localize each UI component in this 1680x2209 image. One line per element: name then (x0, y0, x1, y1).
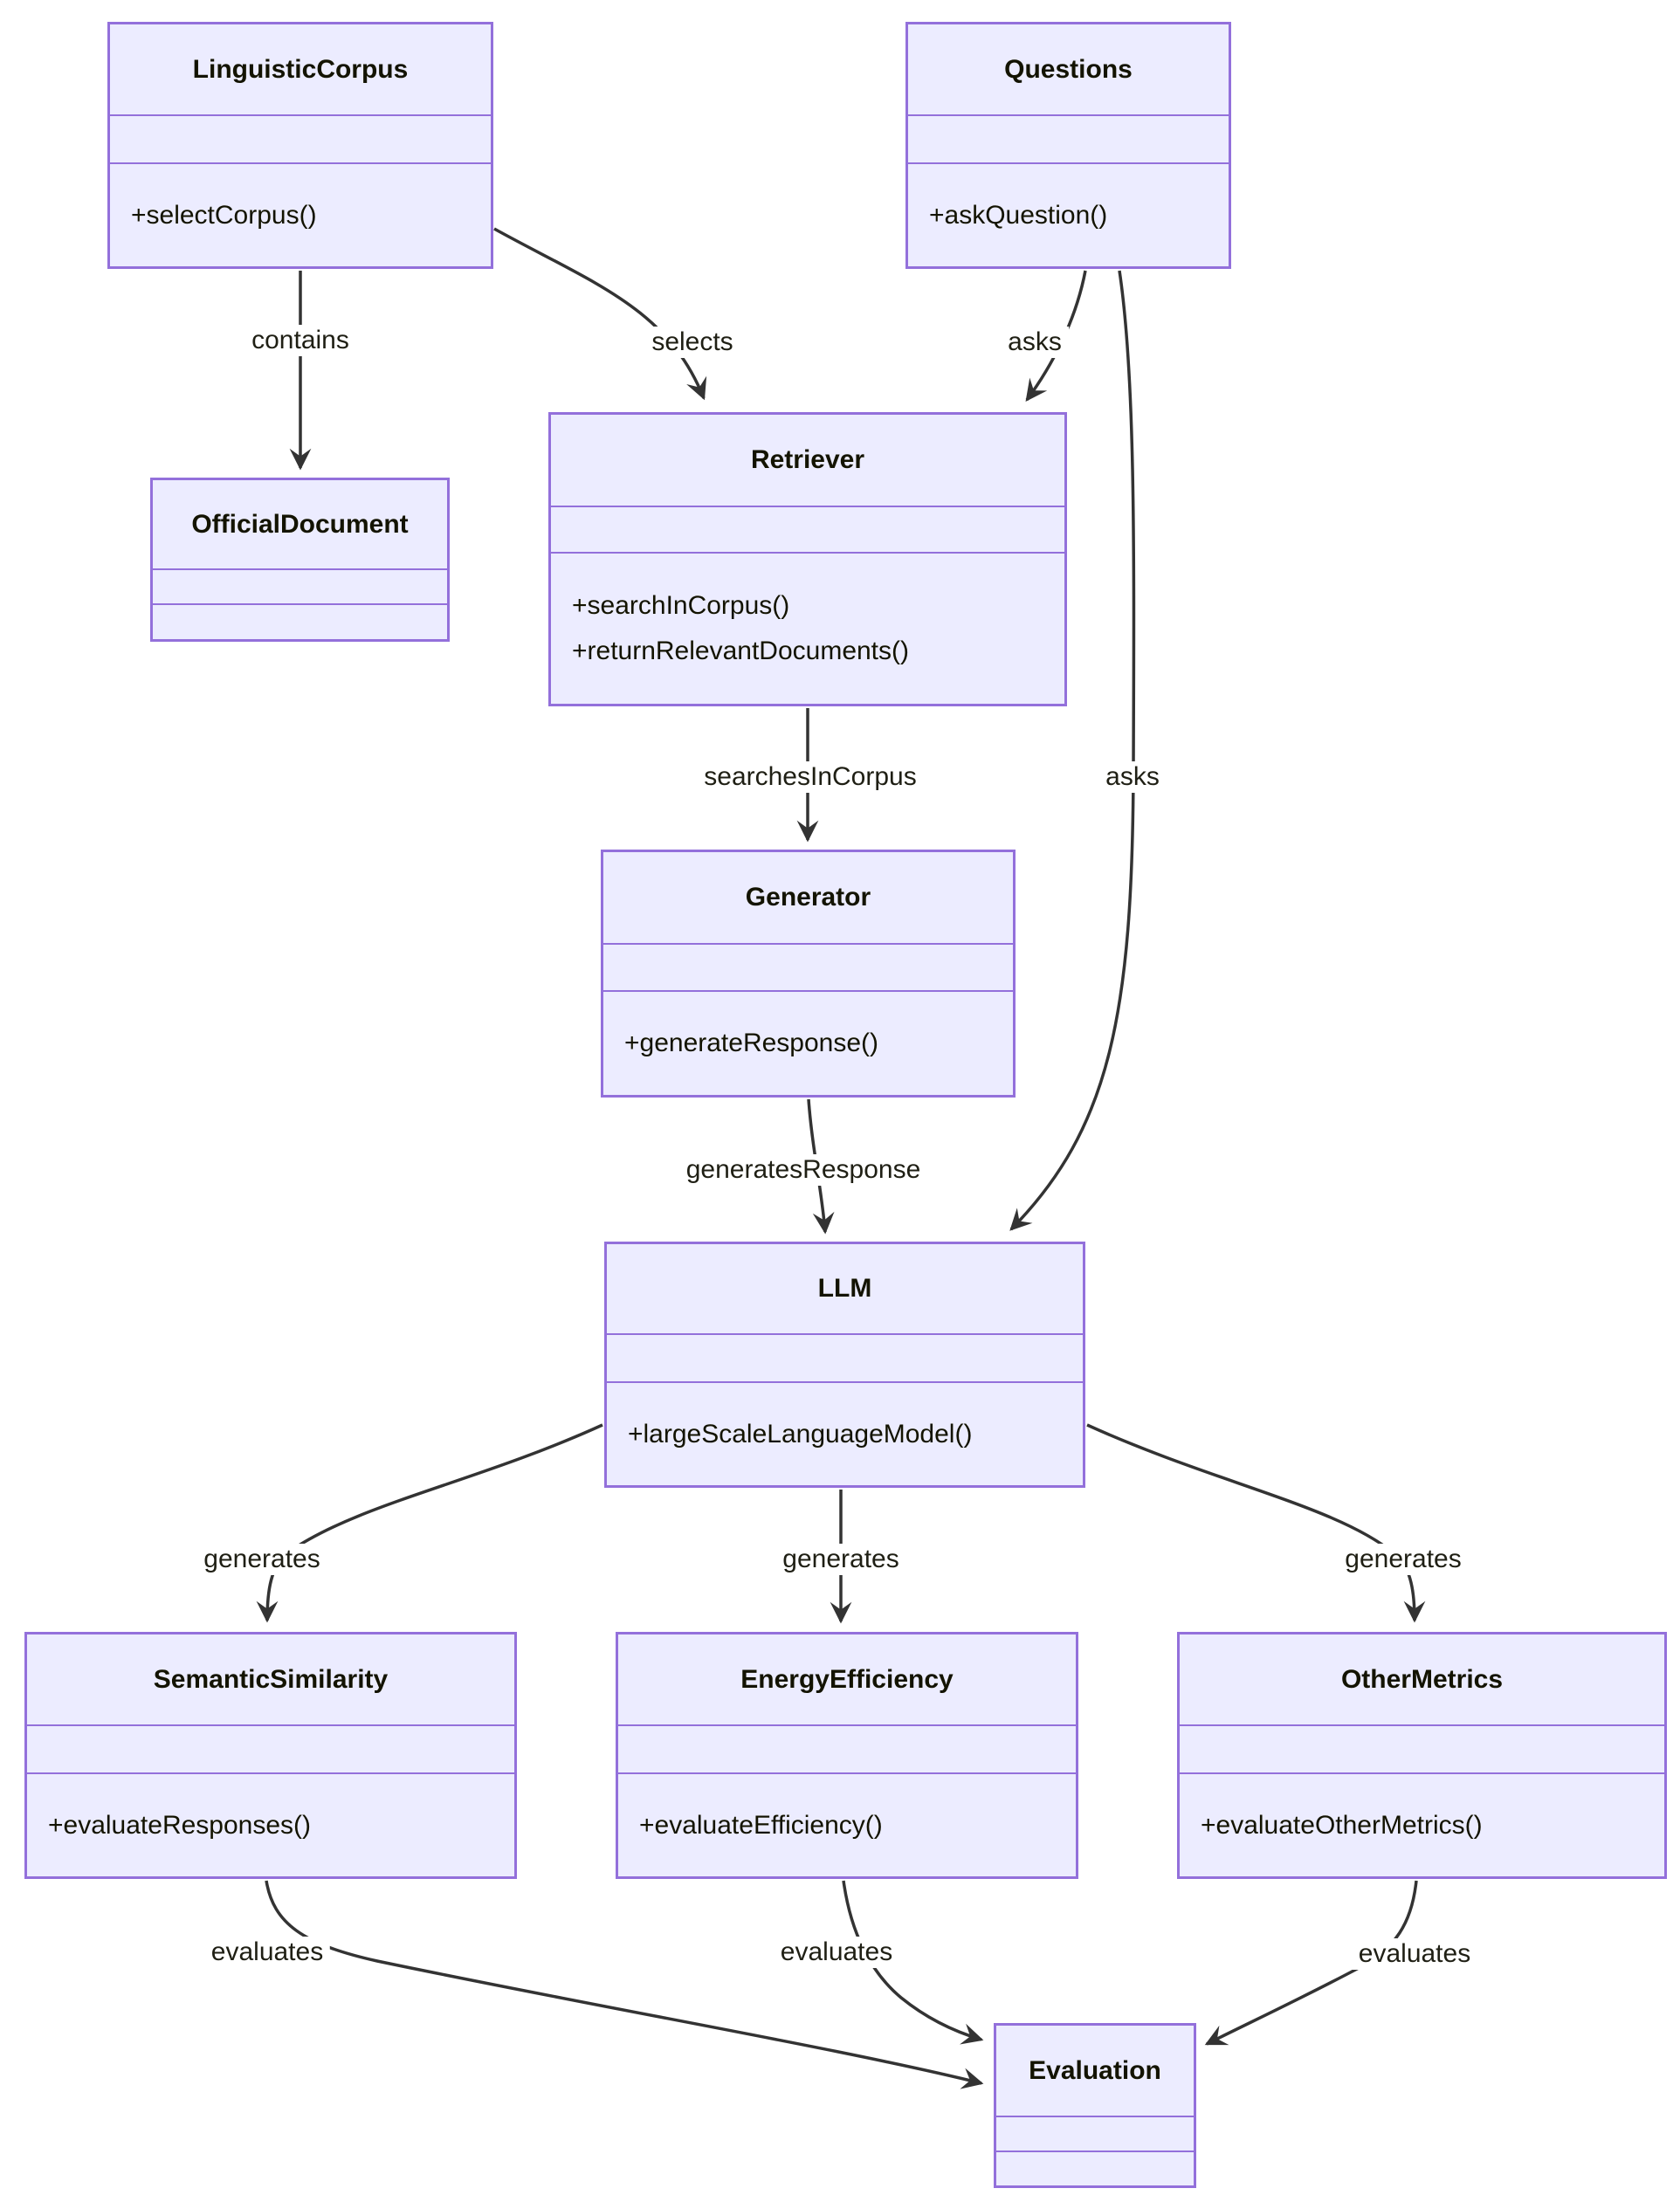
edge-label-evaluates-energy: evaluates (773, 1937, 900, 1968)
edge-label-asks-llm: asks (1098, 761, 1167, 793)
class-questions: Questions +askQuestion() (905, 22, 1231, 269)
method: +evaluateResponses() (48, 1810, 312, 1840)
edge-label-evaluates-semantic: evaluates (203, 1937, 331, 1968)
edge-label-selects: selects (644, 327, 740, 358)
class-linguistic-corpus: LinguisticCorpus +selectCorpus() (107, 22, 493, 269)
class-generator: Generator +generateResponse() (601, 850, 1016, 1098)
class-methods: +generateResponse() (603, 992, 1013, 1095)
method: +selectCorpus() (131, 200, 317, 230)
class-title: OfficialDocument (153, 480, 447, 570)
class-methods: +evaluateOtherMetrics() (1180, 1774, 1664, 1876)
class-title: Retriever (551, 415, 1064, 507)
edge-label-searches-in-corpus: searchesInCorpus (697, 761, 924, 793)
class-attributes (110, 116, 491, 164)
class-title: LinguisticCorpus (110, 24, 491, 116)
edge-evaluates-semantic (265, 1880, 984, 2089)
edge-evaluates-energy (842, 1880, 984, 2045)
class-official-document: OfficialDocument (150, 478, 450, 642)
class-title: Questions (908, 24, 1229, 116)
class-attributes (996, 2117, 1194, 2152)
class-title: Generator (603, 852, 1013, 945)
class-methods (996, 2152, 1194, 2185)
class-methods: +selectCorpus() (110, 164, 491, 266)
class-attributes (607, 1335, 1083, 1383)
edge-label-generates-response: generatesResponse (678, 1154, 928, 1186)
class-methods: +evaluateResponses() (27, 1774, 514, 1876)
method: +askQuestion() (929, 200, 1108, 230)
class-methods: +searchInCorpus() +returnRelevantDocumen… (551, 554, 1064, 704)
method: +searchInCorpus() (572, 591, 790, 620)
class-semantic-similarity: SemanticSimilarity +evaluateResponses() (24, 1632, 517, 1879)
class-attributes (908, 116, 1229, 164)
edge-generates-other (1086, 1423, 1426, 1623)
edge-label-generates-energy: generates (775, 1544, 906, 1575)
class-attributes (1180, 1726, 1664, 1774)
edge-label-evaluates-other: evaluates (1351, 1938, 1478, 1970)
class-methods (153, 605, 447, 639)
class-attributes (27, 1726, 514, 1774)
edge-selects (493, 227, 707, 401)
method: +returnRelevantDocuments() (572, 637, 910, 665)
class-attributes (551, 507, 1064, 554)
class-methods: +evaluateEfficiency() (618, 1774, 1076, 1876)
method: +evaluateOtherMetrics() (1201, 1810, 1483, 1840)
class-evaluation: Evaluation (994, 2023, 1196, 2188)
edge-label-generates-semantic: generates (196, 1544, 327, 1575)
class-other-metrics: OtherMetrics +evaluateOtherMetrics() (1177, 1632, 1667, 1879)
method: +largeScaleLanguageModel() (628, 1419, 973, 1449)
edge-generates-semantic (256, 1423, 603, 1623)
class-title: EnergyEfficiency (618, 1634, 1076, 1726)
edge-label-generates-other: generates (1338, 1544, 1469, 1575)
class-retriever: Retriever +searchInCorpus() +returnRelev… (548, 412, 1067, 706)
edge-label-contains: contains (244, 325, 356, 356)
class-attributes (603, 945, 1013, 992)
class-energy-efficiency: EnergyEfficiency +evaluateEfficiency() (616, 1632, 1078, 1879)
class-title: SemanticSimilarity (27, 1634, 514, 1726)
class-attributes (618, 1726, 1076, 1774)
class-llm: LLM +largeScaleLanguageModel() (604, 1242, 1085, 1488)
class-attributes (153, 570, 447, 605)
method: +evaluateEfficiency() (639, 1810, 883, 1840)
edge-label-asks-retriever: asks (1001, 327, 1069, 358)
method: +generateResponse() (624, 1029, 879, 1057)
class-title: Evaluation (996, 2026, 1194, 2117)
class-methods: +askQuestion() (908, 164, 1229, 266)
class-title: OtherMetrics (1180, 1634, 1664, 1726)
class-methods: +largeScaleLanguageModel() (607, 1383, 1083, 1485)
class-title: LLM (607, 1244, 1083, 1335)
